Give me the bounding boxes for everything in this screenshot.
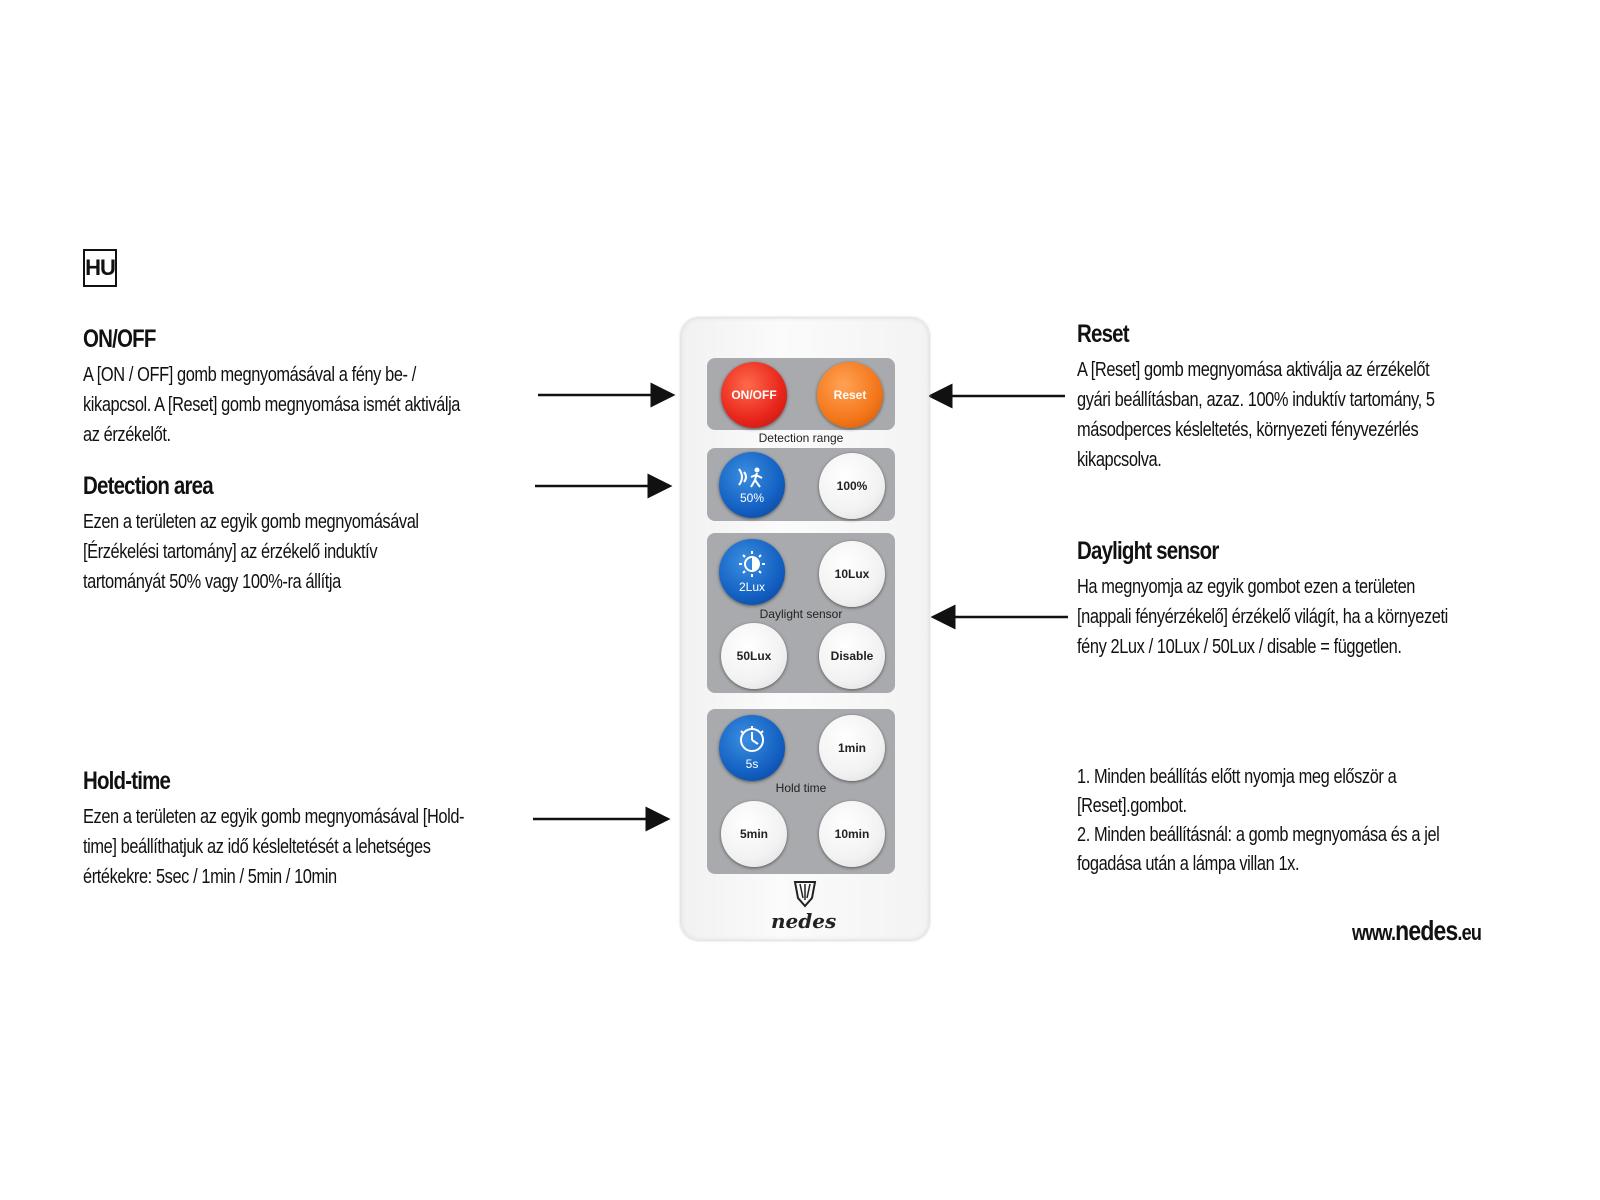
detection-panel: 50% 100% [707,448,895,521]
notes-text: 1. Minden beállítás előtt nyomja meg elő… [1077,766,1440,875]
notes-section: 1. Minden beállítás előtt nyomja meg elő… [1077,763,1519,879]
remote-control: ON/OFF Reset Detection range 50% 100% [681,318,929,940]
language-badge: HU [83,249,117,287]
detection-title: Detection area [83,472,214,500]
detection-range-label: Detection range [758,431,844,445]
hold-10min-button[interactable]: 10min [819,801,885,867]
daylight-sensor-label: Daylight sensor [759,607,843,621]
reset-button[interactable]: Reset [817,362,883,428]
hold-5min-button[interactable]: 5min [721,801,787,867]
range-50-button[interactable]: 50% [719,452,785,518]
sun-icon [739,551,765,577]
reset-description: A [Reset] gomb megnyomása aktiválja az é… [1077,359,1435,471]
disable-button[interactable]: Disable [819,623,885,689]
holdtime-description: Ezen a területen az egyik gomb megnyomás… [83,806,465,888]
motion-sensor-icon [738,467,763,488]
hold-1min-button[interactable]: 1min [819,715,885,781]
daylight-section: Daylight sensor Ha megnyomja az egyik go… [1077,537,1529,662]
hold-5s-button[interactable]: 5s [719,715,785,781]
onoff-section: ON/OFF A [ON / OFF] gomb megnyomásával a… [83,325,543,450]
lux-2-button[interactable]: 2Lux [719,539,785,605]
onoff-title: ON/OFF [83,325,156,353]
hold-time-label: Hold time [775,781,827,795]
detection-description: Ezen a területen az egyik gomb megnyomás… [83,511,419,593]
holdtime-title: Hold-time [83,767,171,795]
lux-10-button[interactable]: 10Lux [819,541,885,607]
holdtime-section: Hold-time Ezen a területen az egyik gomb… [83,767,548,892]
lux-50-button[interactable]: 50Lux [721,623,787,689]
onoff-description: A [ON / OFF] gomb megnyomásával a fény b… [83,364,461,446]
nedes-logo-icon: nedes [771,881,836,933]
range-100-button[interactable]: 100% [819,453,885,519]
holdtime-panel: 5s 1min Hold time 5min 10min [707,709,895,874]
website-url[interactable]: www.nedes.eu [1352,915,1482,946]
detection-section: Detection area Ezen a területen az egyik… [83,472,492,597]
reset-section: Reset A [Reset] gomb megnyomása aktiválj… [1077,320,1513,475]
svg-text:nedes: nedes [771,909,836,933]
clock-icon [740,726,764,752]
daylight-panel: 2Lux 10Lux Daylight sensor 50Lux Disable [707,533,895,693]
daylight-description: Ha megnyomja az egyik gombot ezen a terü… [1077,576,1448,658]
onoff-button[interactable]: ON/OFF [721,362,787,428]
power-panel: ON/OFF Reset [707,358,895,430]
daylight-title: Daylight sensor [1077,537,1219,565]
reset-title: Reset [1077,320,1130,348]
